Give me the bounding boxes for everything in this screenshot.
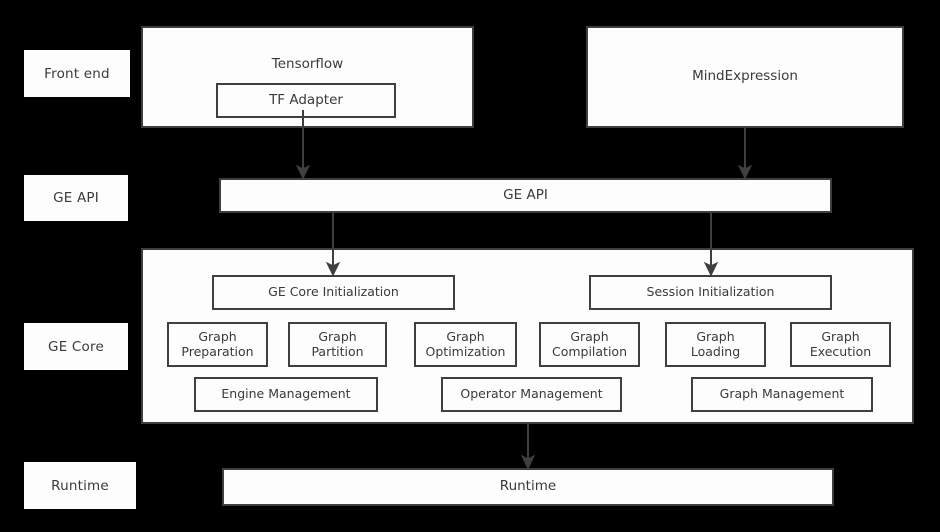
layer-label-ge-api: GE API: [24, 175, 128, 221]
graph-management-box[interactable]: Graph Management: [691, 377, 873, 412]
module-label: Graph Compilation: [551, 328, 628, 360]
layer-label-text: Runtime: [51, 477, 109, 494]
tf-adapter-box[interactable]: TF Adapter: [216, 83, 396, 118]
module-line2: Loading: [690, 343, 741, 359]
mindexpression-label: MindExpression: [692, 68, 798, 85]
module-label: Graph Loading: [690, 328, 741, 360]
module-graph-partition[interactable]: Graph Partition: [288, 322, 387, 367]
module-label: Graph Execution: [809, 328, 872, 360]
engine-management-label: Engine Management: [221, 386, 351, 402]
module-graph-optimization[interactable]: Graph Optimization: [414, 322, 517, 367]
module-line1: Graph: [446, 328, 485, 344]
runtime-bar[interactable]: Runtime: [222, 468, 834, 506]
session-initialization-label: Session Initialization: [646, 284, 775, 300]
layer-label-text: GE API: [53, 190, 99, 206]
ge-core-initialization-label: GE Core Initialization: [268, 284, 399, 300]
module-label: Graph Optimization: [425, 328, 506, 360]
tensorflow-container[interactable]: Tensorflow TF Adapter: [141, 26, 474, 128]
layer-label-ge-core: GE Core: [24, 323, 128, 370]
session-initialization-box[interactable]: Session Initialization: [589, 275, 832, 310]
mindexpression-box[interactable]: MindExpression: [586, 26, 904, 128]
tf-adapter-label: TF Adapter: [269, 91, 343, 108]
module-line2: Preparation: [181, 343, 254, 359]
module-line2: Compilation: [551, 343, 628, 359]
operator-management-label: Operator Management: [460, 386, 603, 402]
module-line1: Graph: [696, 328, 735, 344]
ge-core-container: GE Core Initialization Session Initializ…: [141, 248, 914, 424]
module-graph-loading[interactable]: Graph Loading: [665, 322, 766, 367]
graph-management-label: Graph Management: [719, 386, 845, 402]
module-line2: Partition: [311, 343, 364, 359]
module-label: Graph Partition: [311, 328, 364, 360]
module-graph-compilation[interactable]: Graph Compilation: [539, 322, 640, 367]
layer-label-text: Front end: [44, 65, 110, 82]
tensorflow-title: Tensorflow: [271, 56, 344, 72]
module-line1: Graph: [570, 328, 609, 344]
module-line1: Graph: [821, 328, 860, 344]
module-graph-execution[interactable]: Graph Execution: [790, 322, 891, 367]
runtime-bar-label: Runtime: [499, 478, 557, 495]
module-line1: Graph: [318, 328, 357, 344]
ge-core-initialization-box[interactable]: GE Core Initialization: [212, 275, 455, 310]
layer-label-front-end: Front end: [24, 50, 130, 97]
engine-management-box[interactable]: Engine Management: [194, 377, 378, 412]
module-line1: Graph: [198, 328, 237, 344]
layer-label-runtime: Runtime: [24, 462, 136, 509]
ge-api-bar[interactable]: GE API: [219, 178, 832, 213]
layer-label-text: GE Core: [48, 338, 104, 355]
module-graph-preparation[interactable]: Graph Preparation: [167, 322, 268, 367]
ge-api-bar-label: GE API: [503, 186, 548, 203]
module-line2: Execution: [809, 343, 872, 359]
module-label: Graph Preparation: [181, 328, 254, 360]
module-line2: Optimization: [425, 343, 506, 359]
operator-management-box[interactable]: Operator Management: [441, 377, 622, 412]
